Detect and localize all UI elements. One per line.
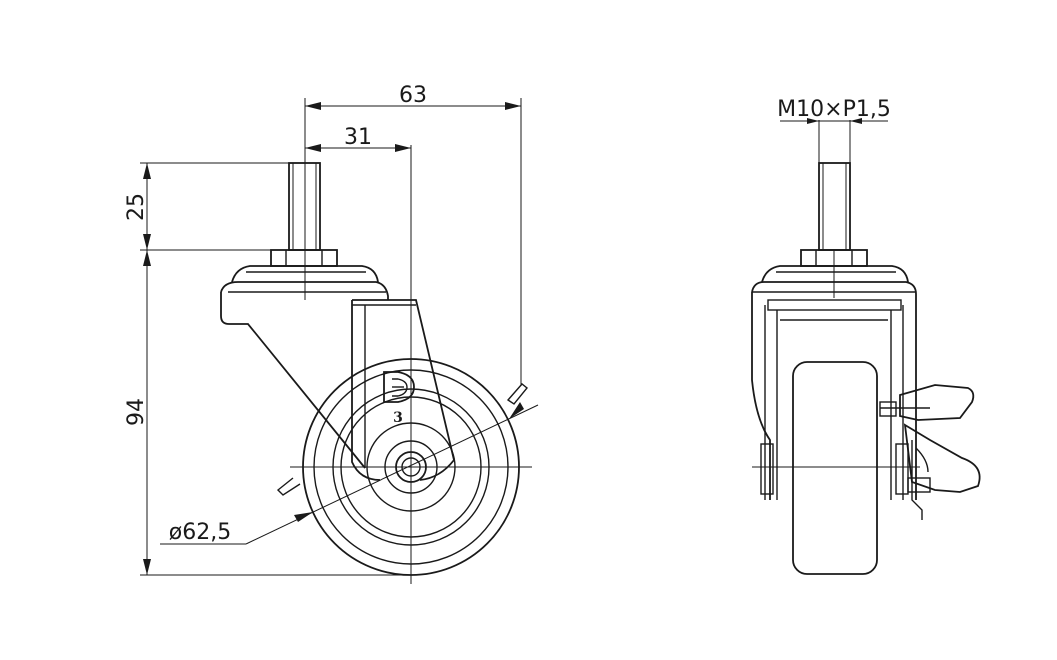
top-plate-front bbox=[761, 249, 909, 298]
wheel-front bbox=[792, 361, 878, 575]
dimension-94: 94 bbox=[124, 250, 411, 576]
dimension-thread: M10×P1,5 bbox=[777, 97, 891, 163]
fork-side bbox=[220, 281, 455, 481]
dimension-diameter-label: ø62,5 bbox=[169, 520, 231, 545]
thread-label: M10×P1,5 bbox=[777, 97, 891, 122]
brake-front bbox=[879, 384, 981, 520]
dimension-94-label: 94 bbox=[124, 398, 149, 426]
logo-mark: 3 bbox=[383, 371, 415, 426]
brake-side bbox=[276, 383, 528, 496]
side-view: 3 63 31 25 bbox=[124, 83, 539, 584]
centerlines-side bbox=[290, 98, 532, 584]
dimension-31: 31 bbox=[305, 125, 411, 152]
front-view: M10×P1,5 bbox=[751, 97, 981, 575]
axle-front bbox=[752, 443, 920, 495]
dimension-63: 63 bbox=[305, 83, 522, 386]
dimension-25-label: 25 bbox=[124, 193, 149, 221]
dimension-25: 25 bbox=[124, 162, 320, 251]
dimension-diameter: ø62,5 bbox=[160, 402, 539, 545]
stem-front bbox=[818, 162, 851, 251]
size-number-label: 3 bbox=[393, 410, 403, 426]
dimension-31-label: 31 bbox=[344, 125, 372, 150]
dimension-63-label: 63 bbox=[399, 83, 427, 108]
